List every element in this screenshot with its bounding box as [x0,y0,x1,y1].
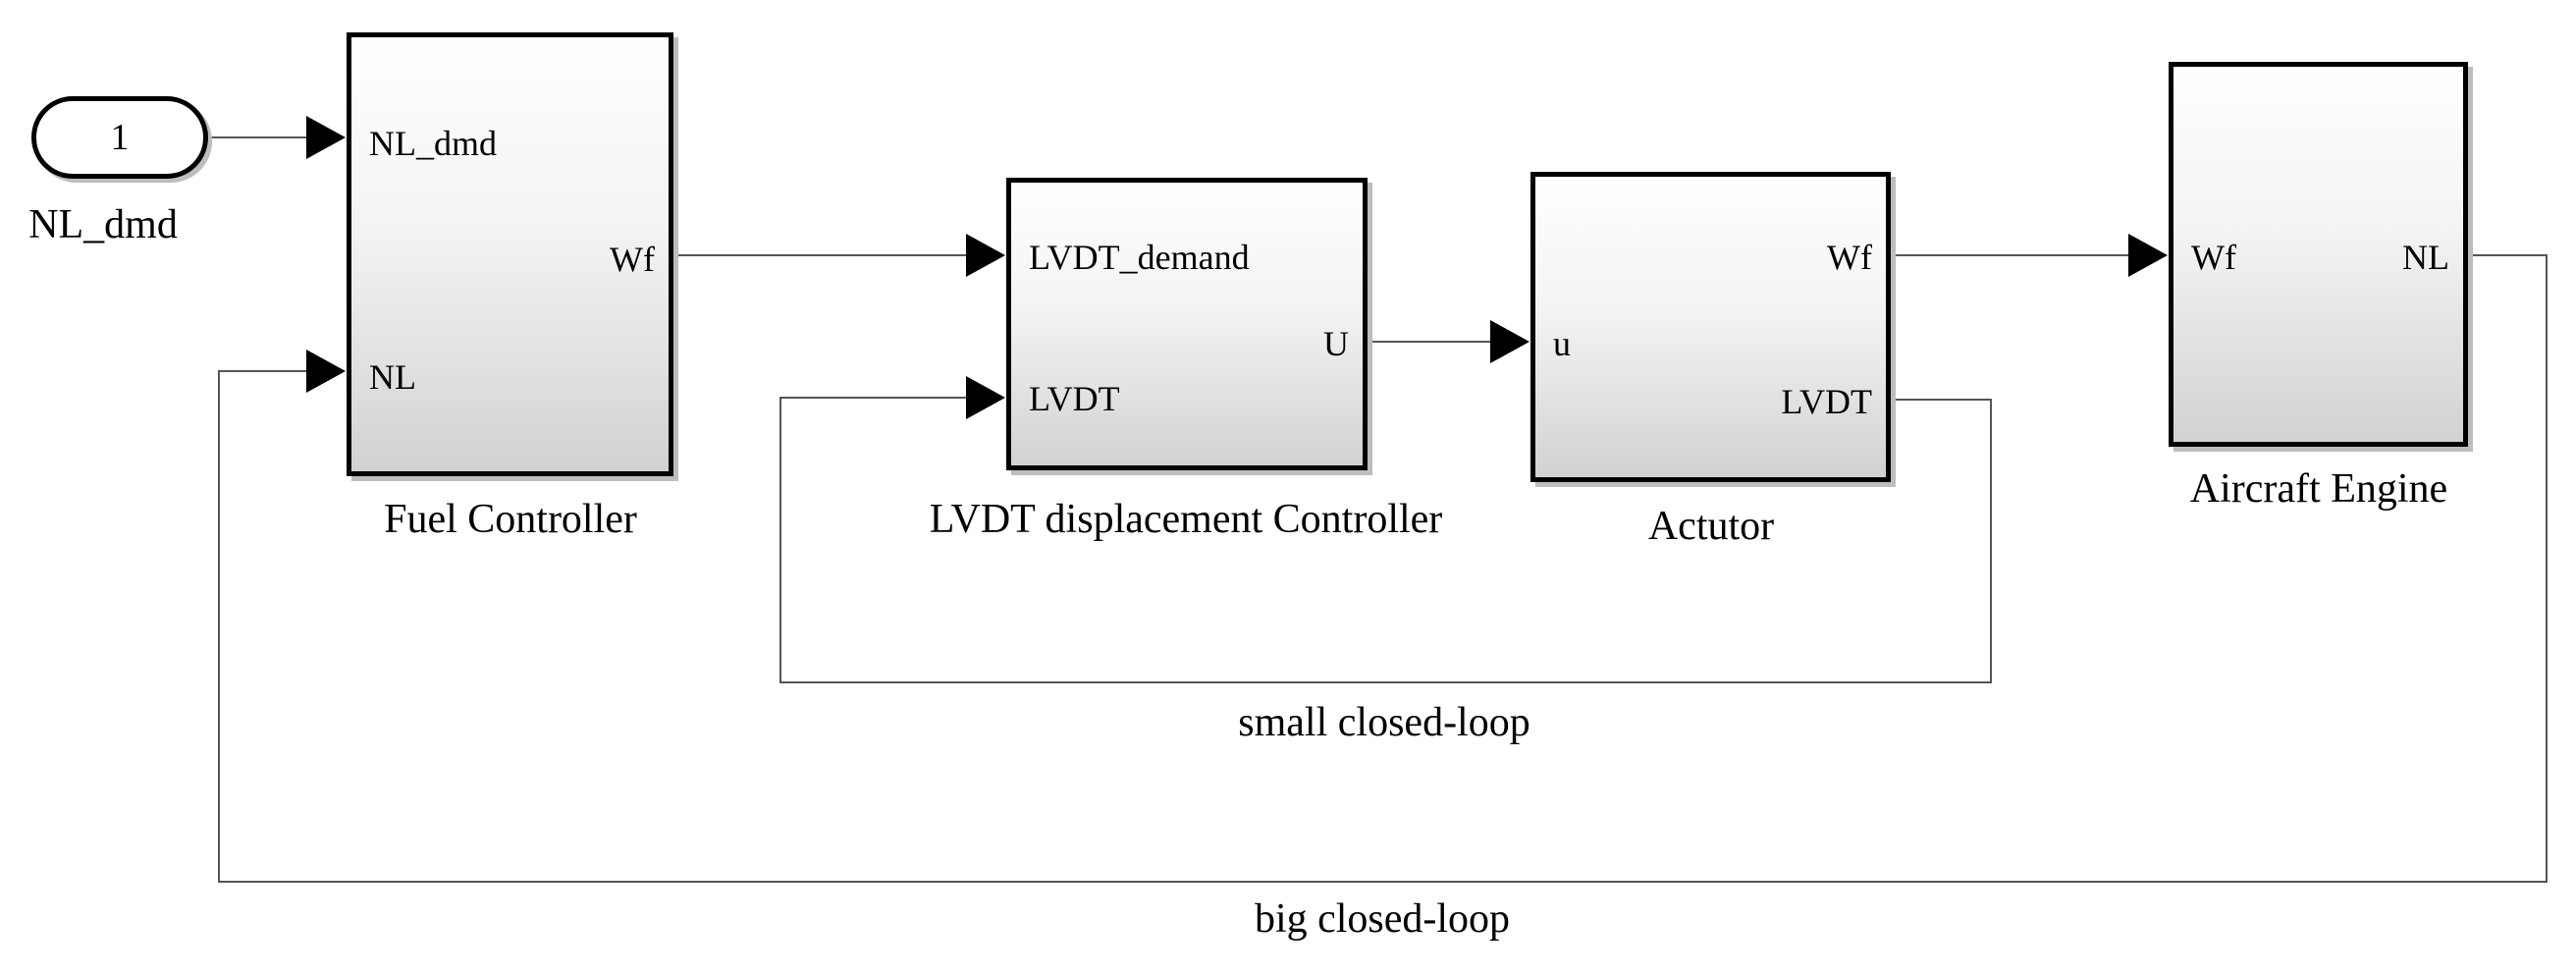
aircraft-engine-caption: Aircraft Engine [2189,466,2448,512]
lvdt-controller-input-lvdt: LVDT [1029,379,1120,418]
inport-number: 1 [110,117,130,158]
arrowhead-engine-wf [2128,234,2168,277]
inport-terminal[interactable]: 1 [31,96,208,179]
actuator-block[interactable]: u Wf LVDT [1530,172,1891,482]
inport-label: NL_dmd [28,202,178,247]
big-loop-label: big closed-loop [1254,896,1511,942]
fuel-controller-input-nl: NL [369,357,416,397]
fuel-controller-input-nl-dmd: NL_dmd [369,124,497,163]
small-loop-label: small closed-loop [1238,700,1530,745]
fuel-controller-output-wf: Wf [610,240,655,279]
lvdt-controller-block[interactable]: LVDT_demand LVDT U [1006,178,1368,470]
lvdt-controller-input-demand: LVDT_demand [1029,238,1250,277]
arrowhead-u [1490,320,1530,363]
actuator-caption: Actutor [1647,504,1775,549]
arrowhead-nl-dmd [306,116,346,159]
engine-output-nl: NL [2402,238,2449,277]
actuator-output-wf: Wf [1827,238,1872,277]
arrowhead-lvdt [966,376,1005,419]
aircraft-engine-block[interactable]: Wf NL [2169,62,2468,447]
arrowhead-nl [306,350,346,393]
wire-big-closed-loop [218,254,2548,883]
lvdt-controller-output-u: U [1323,324,1349,363]
arrowhead-lvdt-demand [966,234,1005,277]
wire-small-closed-loop [779,397,1992,683]
engine-input-wf: Wf [2191,238,2236,277]
lvdt-controller-caption: LVDT displacement Controller [929,497,1443,542]
actuator-input-u: u [1553,324,1571,363]
fuel-controller-block[interactable]: NL_dmd NL Wf [347,32,673,476]
actuator-output-lvdt: LVDT [1781,382,1872,421]
fuel-controller-caption: Fuel Controller [384,497,637,542]
